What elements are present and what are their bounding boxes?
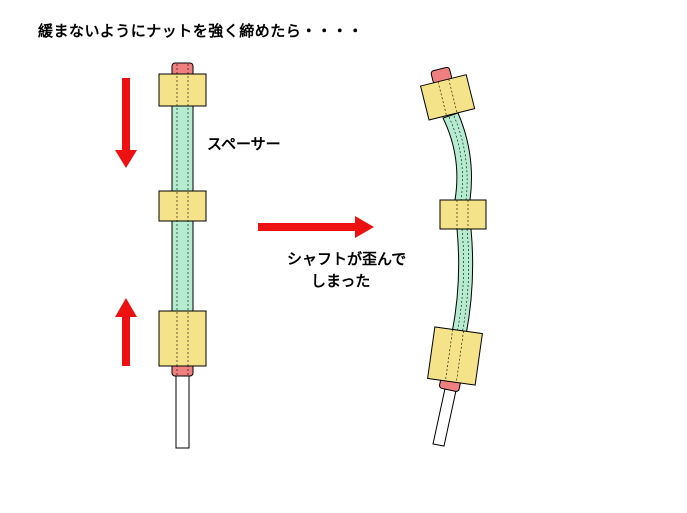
spacer-upper	[171, 105, 194, 192]
arrow-down-icon	[115, 78, 137, 168]
page-title: 緩まないようにナットを強く締めたら・・・・	[38, 22, 364, 40]
result-label: シャフトが歪んで しまった	[287, 248, 406, 292]
shaft	[175, 371, 190, 449]
bent-shaft-assembly	[419, 66, 487, 447]
arrow-up-icon	[115, 298, 137, 366]
result-label-line2: しまった	[311, 272, 371, 290]
nut-bottom	[158, 310, 207, 367]
spacer-lower	[171, 220, 194, 312]
spacer-lower	[451, 228, 474, 336]
nut-top	[419, 74, 476, 121]
straight-shaft-assembly	[158, 62, 207, 449]
result-label-line1: シャフトが歪んで	[287, 250, 407, 268]
arrow-right-icon	[258, 216, 374, 238]
shaft	[432, 383, 458, 447]
nut-bottom	[427, 326, 483, 386]
spacer-label: スペーサー	[207, 135, 281, 153]
nut-middle	[439, 199, 487, 230]
nut-top	[158, 73, 207, 107]
nut-middle	[158, 190, 207, 222]
